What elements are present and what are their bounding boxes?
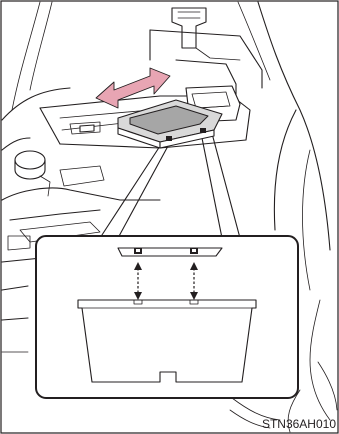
tray-tab-left xyxy=(166,136,172,141)
figure-code: STN36AH010 xyxy=(262,417,336,431)
magnified-detail-inset xyxy=(36,236,298,398)
slide-direction-arrow xyxy=(96,68,170,108)
lid-piece xyxy=(118,248,222,256)
tray-tab-right xyxy=(200,128,206,133)
tray-cross-section xyxy=(78,300,256,382)
